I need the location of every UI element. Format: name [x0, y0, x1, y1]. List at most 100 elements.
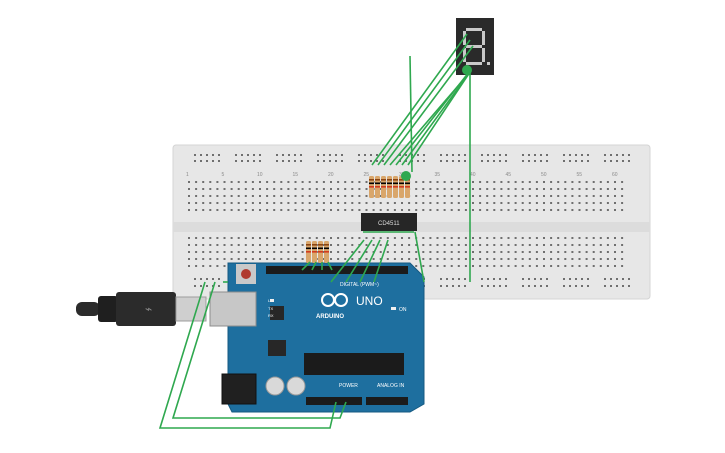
breadboard-hole[interactable]: [329, 160, 331, 162]
breadboard-hole[interactable]: [344, 181, 347, 183]
breadboard-hole[interactable]: [500, 188, 503, 190]
breadboard-hole[interactable]: [195, 202, 198, 204]
breadboard-hole[interactable]: [578, 244, 581, 246]
breadboard-hole[interactable]: [247, 160, 249, 162]
breadboard-hole[interactable]: [578, 188, 581, 190]
breadboard-hole[interactable]: [505, 160, 507, 162]
breadboard-hole[interactable]: [259, 154, 261, 156]
breadboard-hole[interactable]: [614, 237, 616, 239]
breadboard-hole[interactable]: [322, 258, 325, 260]
reset-button[interactable]: [241, 269, 251, 279]
breadboard-hole[interactable]: [436, 244, 439, 246]
breadboard-hole[interactable]: [514, 188, 517, 190]
breadboard-hole[interactable]: [206, 278, 208, 280]
breadboard-hole[interactable]: [486, 265, 489, 267]
breadboard-hole[interactable]: [244, 209, 247, 211]
breadboard-hole[interactable]: [188, 237, 190, 239]
breadboard-hole[interactable]: [587, 160, 589, 162]
breadboard-hole[interactable]: [507, 188, 510, 190]
breadboard-hole[interactable]: [472, 265, 474, 267]
breadboard-hole[interactable]: [450, 202, 453, 204]
breadboard-hole[interactable]: [585, 258, 588, 260]
breadboard-hole[interactable]: [244, 237, 247, 239]
breadboard-hole[interactable]: [351, 188, 354, 190]
breadboard-hole[interactable]: [472, 244, 474, 246]
analog-header[interactable]: [366, 397, 408, 405]
breadboard-hole[interactable]: [546, 278, 548, 280]
breadboard-hole[interactable]: [294, 154, 296, 156]
breadboard-hole[interactable]: [569, 160, 571, 162]
breadboard-hole[interactable]: [237, 258, 240, 260]
breadboard-hole[interactable]: [493, 265, 496, 267]
breadboard-hole[interactable]: [599, 244, 602, 246]
breadboard-hole[interactable]: [472, 181, 474, 183]
breadboard-hole[interactable]: [379, 195, 382, 197]
breadboard-hole[interactable]: [500, 237, 503, 239]
breadboard-hole[interactable]: [493, 237, 496, 239]
breadboard-hole[interactable]: [294, 244, 297, 246]
breadboard-hole[interactable]: [443, 258, 446, 260]
breadboard-hole[interactable]: [417, 160, 419, 162]
breadboard-hole[interactable]: [202, 195, 205, 197]
breadboard-hole[interactable]: [614, 251, 616, 253]
breadboard-hole[interactable]: [200, 160, 202, 162]
breadboard-hole[interactable]: [344, 209, 347, 211]
breadboard-hole[interactable]: [206, 154, 208, 156]
breadboard-hole[interactable]: [578, 258, 581, 260]
breadboard-hole[interactable]: [464, 237, 467, 239]
breadboard-hole[interactable]: [472, 188, 474, 190]
breadboard-hole[interactable]: [599, 265, 602, 267]
resistor[interactable]: [381, 176, 386, 198]
breadboard-hole[interactable]: [581, 160, 583, 162]
breadboard-hole[interactable]: [472, 237, 474, 239]
breadboard-hole[interactable]: [317, 154, 319, 156]
breadboard-hole[interactable]: [581, 278, 583, 280]
breadboard-hole[interactable]: [194, 154, 196, 156]
breadboard-hole[interactable]: [301, 202, 304, 204]
breadboard-hole[interactable]: [344, 251, 347, 253]
breadboard-hole[interactable]: [253, 154, 255, 156]
breadboard-hole[interactable]: [487, 278, 489, 280]
breadboard-hole[interactable]: [606, 244, 609, 246]
breadboard-hole[interactable]: [592, 237, 595, 239]
breadboard-hole[interactable]: [344, 258, 347, 260]
breadboard-hole[interactable]: [440, 285, 442, 287]
breadboard-hole[interactable]: [358, 202, 361, 204]
breadboard-hole[interactable]: [337, 244, 340, 246]
breadboard-hole[interactable]: [457, 237, 460, 239]
breadboard-hole[interactable]: [358, 251, 361, 253]
breadboard-hole[interactable]: [535, 188, 538, 190]
resistor[interactable]: [318, 241, 323, 263]
breadboard-hole[interactable]: [401, 237, 403, 239]
breadboard-hole[interactable]: [322, 251, 325, 253]
breadboard-hole[interactable]: [405, 160, 407, 162]
breadboard-hole[interactable]: [606, 181, 609, 183]
breadboard-hole[interactable]: [216, 202, 219, 204]
breadboard-hole[interactable]: [606, 237, 609, 239]
breadboard-hole[interactable]: [417, 154, 419, 156]
breadboard-hole[interactable]: [216, 209, 219, 211]
breadboard-hole[interactable]: [429, 209, 432, 211]
breadboard-hole[interactable]: [423, 160, 425, 162]
breadboard-hole[interactable]: [315, 195, 318, 197]
breadboard-hole[interactable]: [405, 154, 407, 156]
breadboard-hole[interactable]: [273, 188, 276, 190]
breadboard-hole[interactable]: [450, 258, 453, 260]
breadboard-hole[interactable]: [569, 285, 571, 287]
breadboard-hole[interactable]: [481, 160, 483, 162]
breadboard-hole[interactable]: [543, 209, 545, 211]
breadboard-hole[interactable]: [528, 202, 531, 204]
breadboard-hole[interactable]: [300, 160, 302, 162]
resistor[interactable]: [375, 176, 380, 198]
breadboard-hole[interactable]: [521, 195, 524, 197]
breadboard-hole[interactable]: [528, 285, 530, 287]
breadboard-hole[interactable]: [507, 265, 510, 267]
breadboard-hole[interactable]: [280, 237, 283, 239]
breadboard-hole[interactable]: [599, 202, 602, 204]
breadboard-hole[interactable]: [218, 278, 220, 280]
breadboard-hole[interactable]: [422, 265, 425, 267]
breadboard-hole[interactable]: [288, 154, 290, 156]
breadboard-hole[interactable]: [408, 251, 411, 253]
breadboard-hole[interactable]: [621, 258, 624, 260]
breadboard-hole[interactable]: [614, 265, 616, 267]
